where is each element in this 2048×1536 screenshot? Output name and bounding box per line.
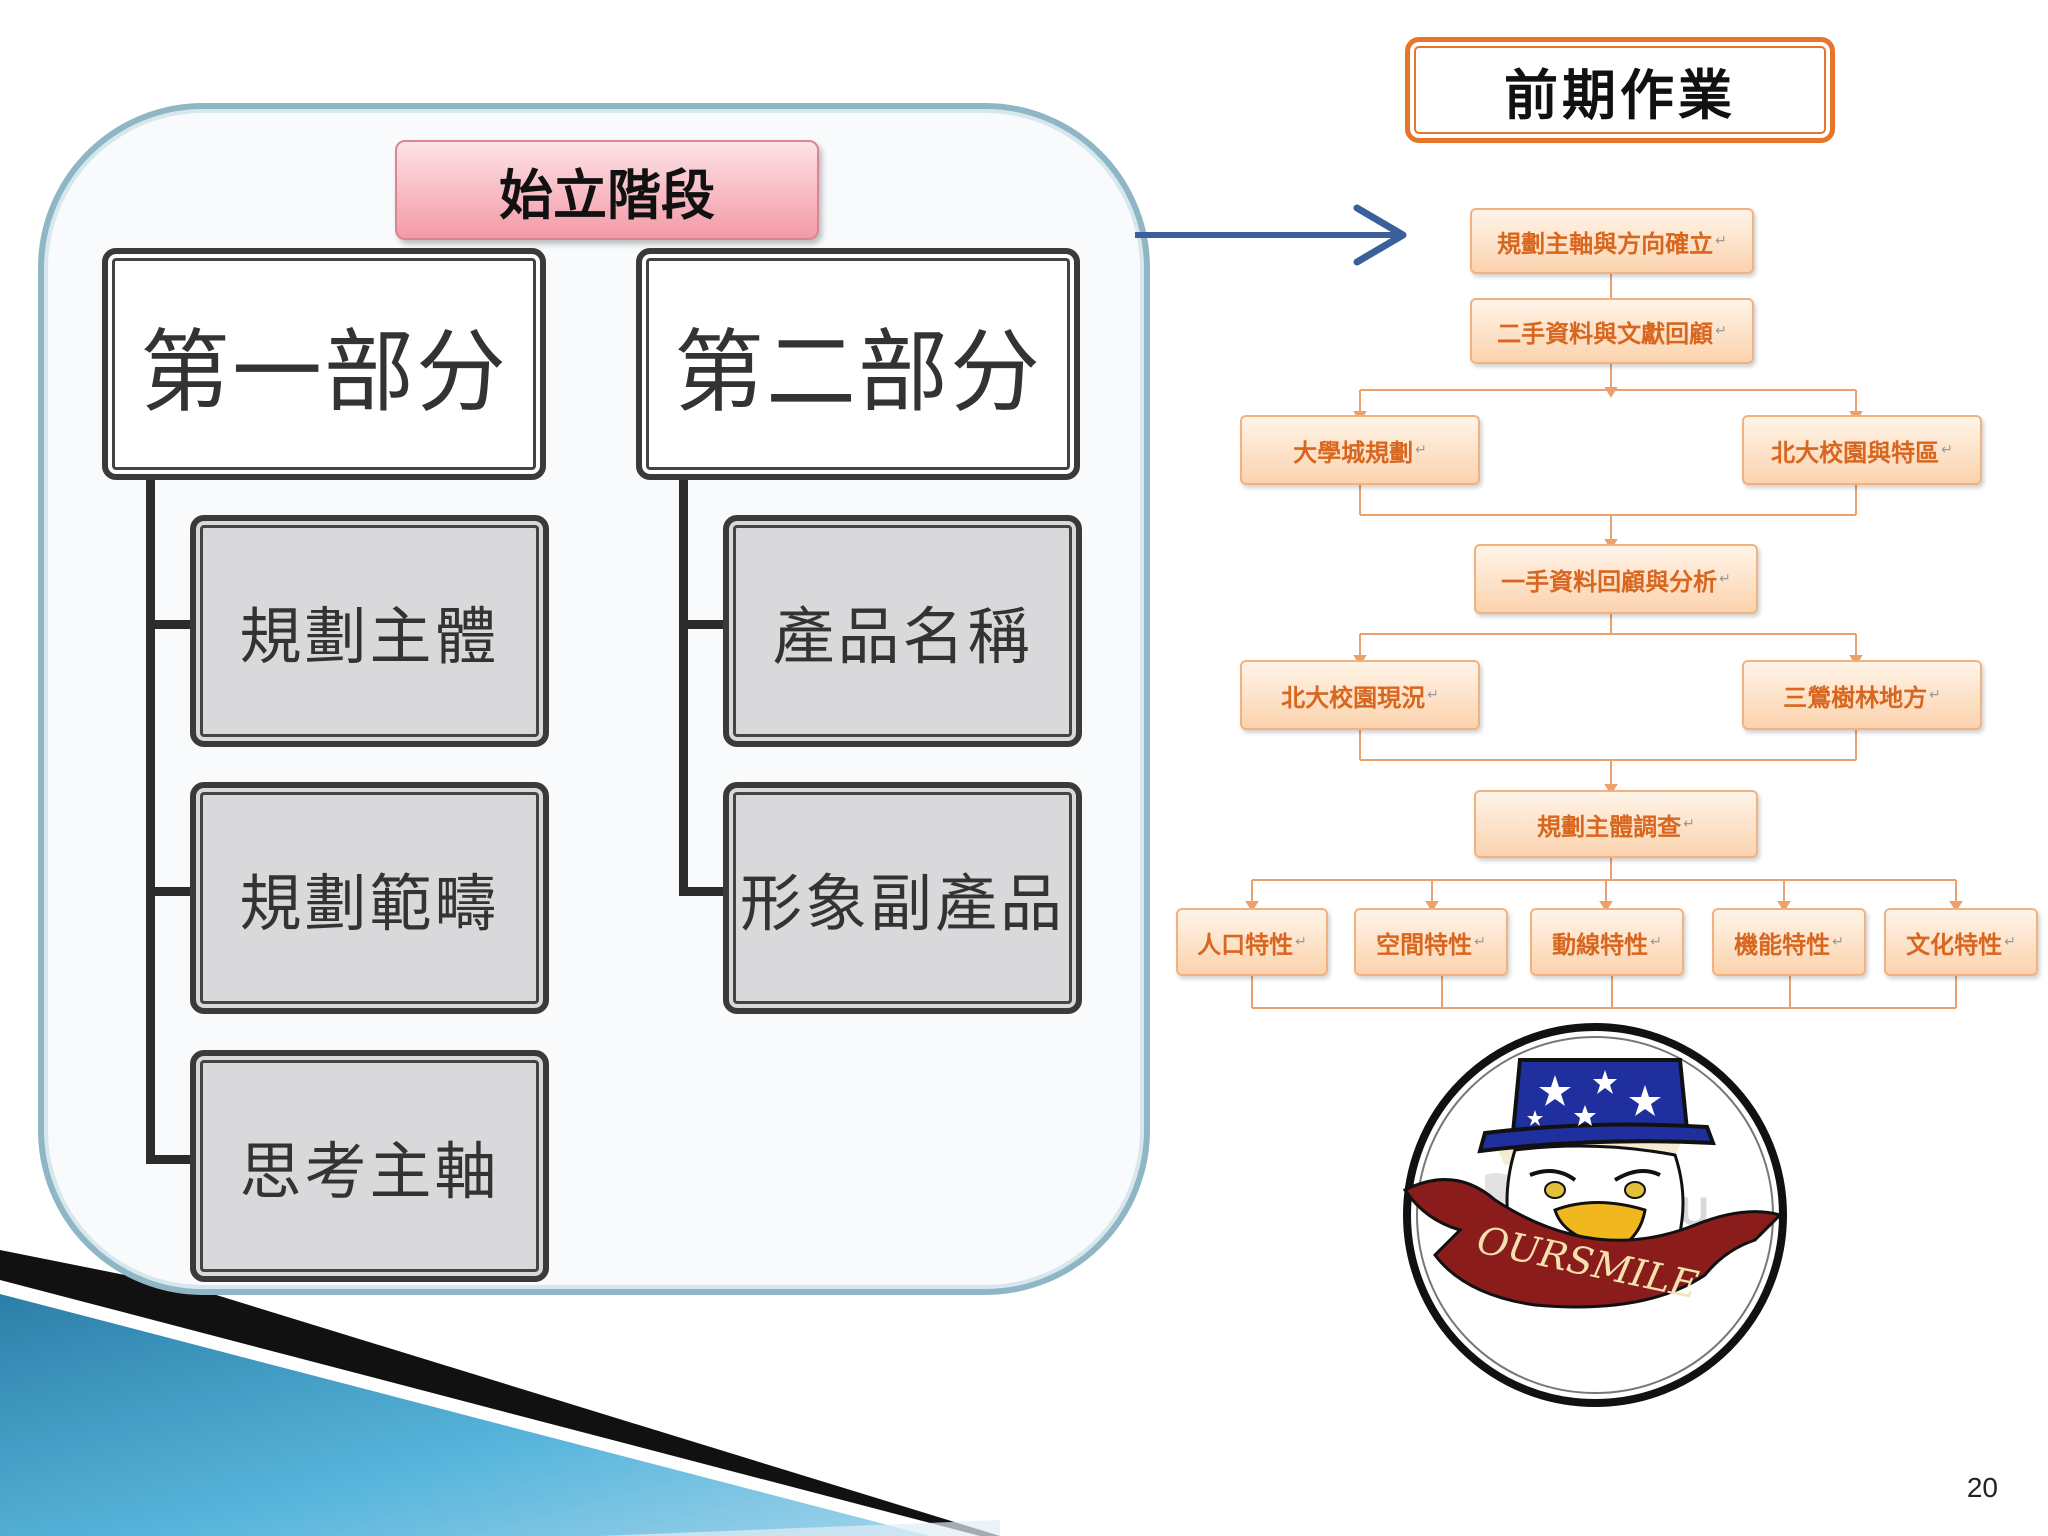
- part1-connector-3: [146, 1155, 192, 1164]
- flow-char-population: 人口特性: [1176, 908, 1328, 976]
- part1-box: 第一部分: [102, 248, 546, 480]
- part2-connector-vertical: [679, 468, 688, 896]
- flow-branch-campus-status: 北大校園現況: [1240, 660, 1480, 730]
- flow-step-secondary-data: 二手資料與文獻回顧: [1470, 298, 1754, 364]
- flow-branch-campus-special-zone: 北大校園與特區: [1742, 415, 1982, 485]
- part2-item-image-byproduct: 形象副產品: [723, 782, 1082, 1014]
- flow-connectors: [1245, 270, 1963, 1009]
- part1-connector-1: [146, 620, 192, 629]
- flow-branch-university-city: 大學城規劃: [1240, 415, 1480, 485]
- part1-item-planning-scope: 規劃範疇: [190, 782, 549, 1014]
- part2-connector-2: [679, 887, 725, 896]
- flow-char-circulation: 動線特性: [1530, 908, 1684, 976]
- part1-item-planning-subject: 規劃主體: [190, 515, 549, 747]
- flow-step-subject-survey: 規劃主體調查: [1474, 790, 1758, 858]
- flow-char-function: 機能特性: [1712, 908, 1866, 976]
- flow-step-main-axis: 規劃主軸與方向確立: [1470, 208, 1754, 274]
- corner-swoosh-decoration: [0, 1250, 1000, 1536]
- eagle-logo: U OURSMILE: [1402, 1023, 1787, 1407]
- preliminary-work-title: 前期作業: [1405, 37, 1835, 143]
- part2-item-product-name: 產品名稱: [723, 515, 1082, 747]
- part2-connector-1: [679, 620, 725, 629]
- flow-char-space: 空間特性: [1354, 908, 1508, 976]
- flow-step-primary-data: 一手資料回顧與分析: [1474, 544, 1758, 614]
- part1-connector-2: [146, 887, 192, 896]
- right-arrow: [1135, 204, 1407, 266]
- stage-title: 始立階段: [395, 140, 819, 240]
- part1-connector-vertical: [146, 468, 155, 1164]
- part1-item-main-thinking-axis: 思考主軸: [190, 1050, 549, 1282]
- flow-char-culture: 文化特性: [1884, 908, 2038, 976]
- page-number: 20: [1966, 1472, 1998, 1503]
- flow-branch-local-area: 三鶯樹林地方: [1742, 660, 1982, 730]
- part2-box: 第二部分: [636, 248, 1080, 480]
